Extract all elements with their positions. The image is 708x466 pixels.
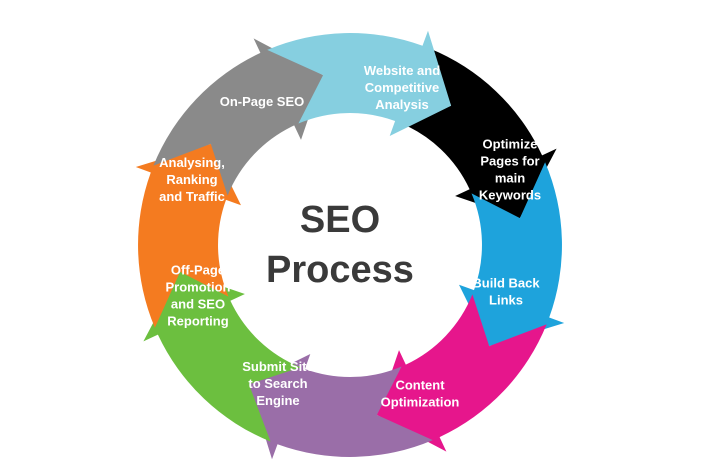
center-title-seo: SEO (300, 199, 380, 241)
step-label-line: Engine (256, 393, 299, 408)
step-label-line: On-Page SEO (220, 94, 305, 109)
step-label-line: Competitive (365, 80, 439, 95)
cycle-arrow-segment (399, 48, 557, 219)
step-label-line: Optimization (381, 395, 460, 410)
step-label-line: Ranking (166, 172, 217, 187)
cycle-arrow-segment (153, 38, 324, 196)
cycle-arrow-segment (135, 143, 241, 328)
step-label-line: and Traffic (159, 189, 225, 204)
step-label-line: and SEO (171, 297, 225, 312)
step-label-line: Pages for (480, 154, 539, 169)
cycle-arrow-segment (459, 162, 565, 347)
step-label-line: Analysing, (159, 155, 225, 170)
step-label-line: Website and (364, 63, 440, 78)
step-label-line: Off-Page (171, 263, 225, 278)
center-title-process: Process (266, 249, 414, 291)
step-label-line: main (495, 171, 525, 186)
step-label-line: Promotion (166, 280, 231, 295)
cycle-arrow-segment (376, 294, 547, 452)
step-label-line: Content (395, 378, 445, 393)
step-label-line: Keywords (479, 188, 541, 203)
step-label-line: Optimize (483, 137, 538, 152)
cycle-arrow-segment (248, 354, 433, 460)
step-label: On-Page SEO (220, 94, 305, 109)
cycle-arrow-segment (267, 30, 452, 136)
cycle-arrow-segment (143, 271, 301, 442)
step-label-line: Analysis (375, 97, 428, 112)
step-label-line: Links (489, 293, 523, 308)
step-label-line: Build Back (472, 276, 540, 291)
step-label-line: Submit Site (242, 359, 314, 374)
step-label-line: Reporting (167, 314, 228, 329)
step-label: Analysing, Ranking and Traffic (159, 155, 225, 204)
step-label-line: to Search (248, 376, 307, 391)
